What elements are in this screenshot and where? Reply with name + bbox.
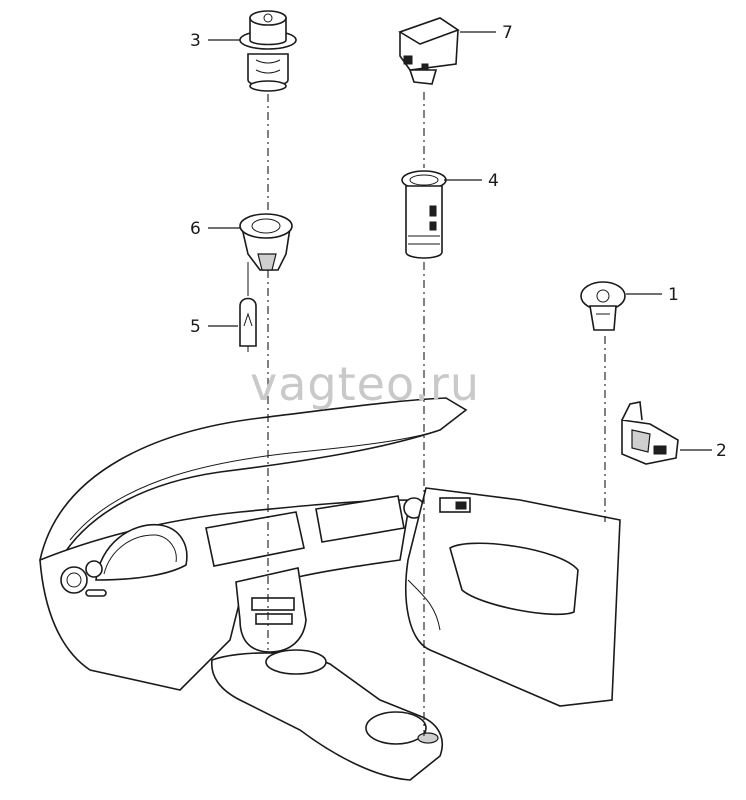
part-4-socket [401,170,447,259]
part-1-clip [580,281,626,331]
part-2-bracket [621,401,679,465]
callout-label-2: 2 [716,441,727,461]
callout-label-1: 1 [668,285,679,305]
dashboard-illustration [39,397,621,781]
part-6-holder [239,213,293,271]
callout-7: 7 [460,23,513,43]
callout-6: 6 [190,219,240,239]
part-5-bulb [239,262,257,352]
callout-label-7: 7 [502,23,513,43]
assembly-lines [267,92,606,736]
callout-label-3: 3 [190,31,201,51]
callout-label-4: 4 [488,171,499,191]
callout-5: 5 [190,317,238,337]
callout-4: 4 [444,171,499,191]
part-3-cigarette-lighter [239,10,297,92]
part-7-cover [398,17,460,85]
callout-label-5: 5 [190,317,201,337]
watermark: vagteo.ru [250,357,480,411]
callout-3: 3 [190,31,240,51]
callout-1: 1 [626,285,679,305]
callout-label-6: 6 [190,219,201,239]
callout-2: 2 [680,441,727,461]
